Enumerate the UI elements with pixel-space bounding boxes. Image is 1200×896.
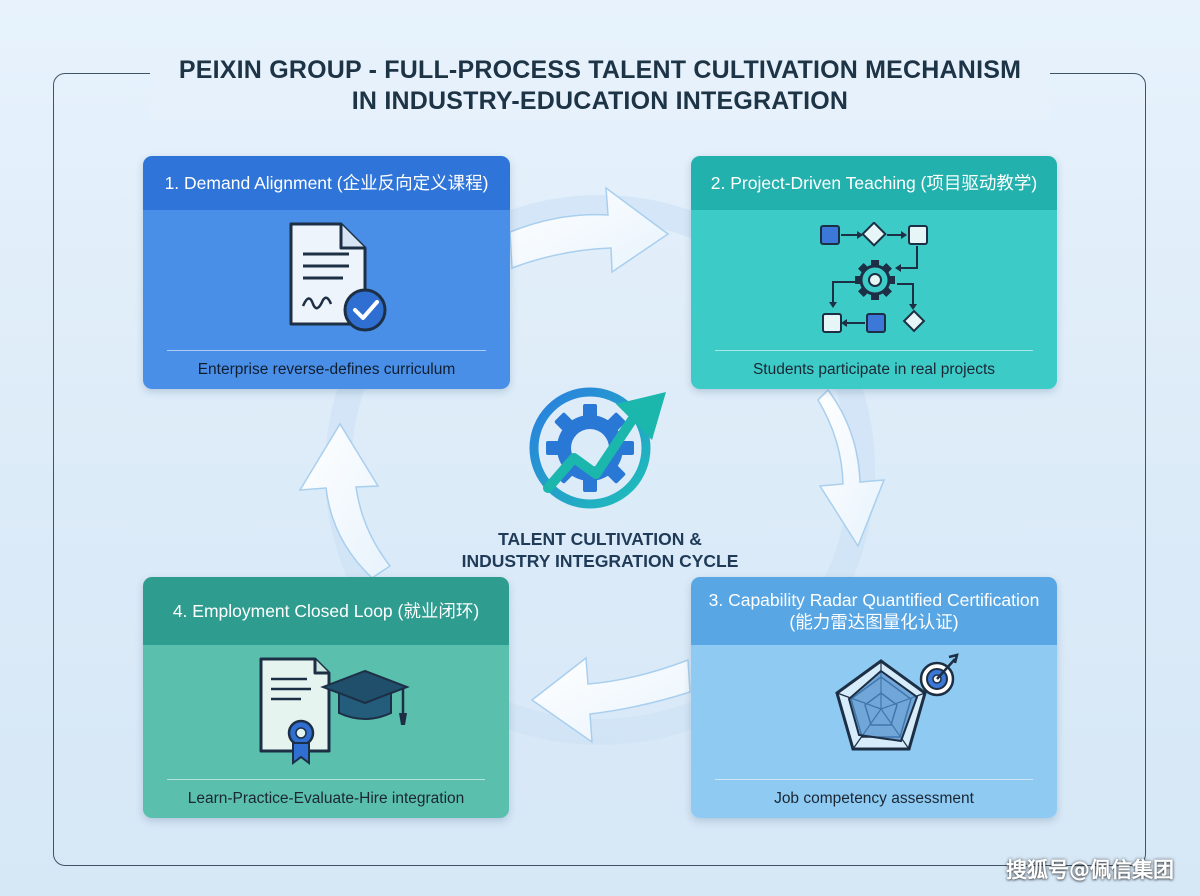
step-card-caption: Learn-Practice-Evaluate-Hire integration [187, 790, 465, 807]
workflow-gear-icon [820, 222, 928, 333]
title-line-1: PEIXIN GROUP - FULL-PROCESS TALENT CULTI… [178, 56, 1022, 84]
step-card-title: 1. Demand Alignment (企业反向定义课程) [143, 156, 510, 210]
center-label-line-2: INDUSTRY INTEGRATION CYCLE [461, 551, 739, 571]
arrow-right-down [817, 388, 886, 548]
page-title: PEIXIN GROUP - FULL-PROCESS TALENT CULTI… [150, 52, 1050, 120]
step-card-title-line-2: (能力雷达图量化认证) [789, 612, 959, 632]
title-line-2: IN INDUSTRY-EDUCATION INTEGRATION [351, 87, 849, 115]
card-divider [715, 779, 1033, 780]
step-card-caption: Job competency assessment [774, 790, 974, 807]
gear-growth-arrow-icon [529, 387, 666, 509]
card-divider [167, 779, 485, 780]
step-card-title-line-1: 3. Capability Radar Quantified Certifica… [708, 590, 1040, 610]
certificate-graduation-icon [259, 657, 410, 765]
arrow-bottom-left [530, 656, 691, 744]
watermark: 搜狐号@佩信集团 [1006, 858, 1174, 882]
step-card-caption: Students participate in real projects [752, 361, 996, 378]
step-card-caption: Enterprise reverse-defines curriculum [197, 361, 456, 378]
card-divider [167, 350, 486, 351]
arrow-left-up [298, 422, 392, 579]
cycle-center-label: TALENT CULTIVATION & INDUSTRY INTEGRATIO… [440, 528, 760, 572]
center-label-line-1: TALENT CULTIVATION & [498, 529, 702, 549]
card-divider [715, 350, 1033, 351]
step-card-title: 4. Employment Closed Loop (就业闭环) [143, 577, 509, 645]
step-card-title: 2. Project-Driven Teaching (项目驱动教学) [691, 156, 1057, 210]
radar-target-icon [835, 653, 959, 751]
step-card-capability-radar: 3. Capability Radar Quantified Certifica… [691, 577, 1057, 818]
step-card-title: 3. Capability Radar Quantified Certifica… [691, 577, 1057, 645]
step-card-project-driven-teaching: 2. Project-Driven Teaching (项目驱动教学) [691, 156, 1057, 389]
step-card-employment-closed-loop: 4. Employment Closed Loop (就业闭环) Learn-P… [143, 577, 509, 818]
arrow-top-right [509, 186, 670, 274]
document-check-icon [289, 222, 387, 332]
step-card-demand-alignment: 1. Demand Alignment (企业反向定义课程) Enterpris… [143, 156, 510, 389]
